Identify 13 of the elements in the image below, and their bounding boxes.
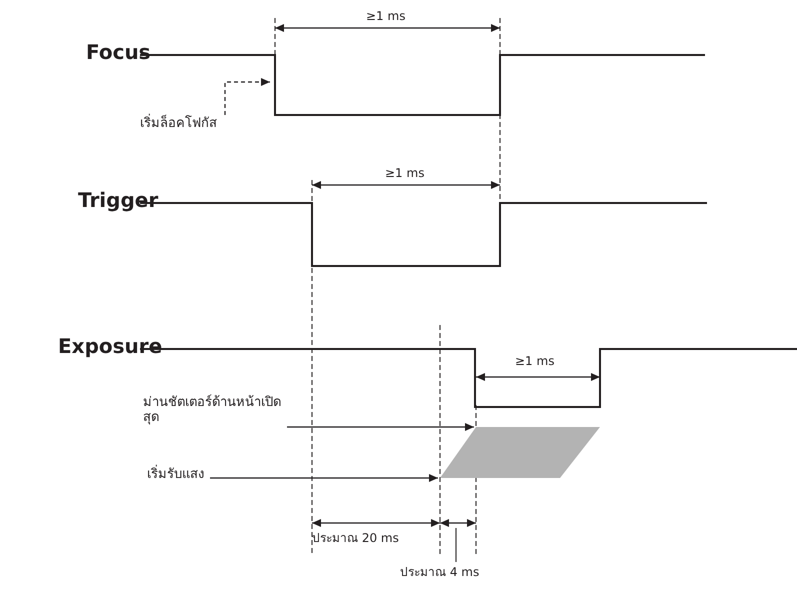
dimension-label: ≥1 ms xyxy=(515,355,554,369)
signal-name: Focus xyxy=(86,41,151,64)
leader-line xyxy=(210,474,438,482)
dimension-label: ประมาณ 4 ms xyxy=(400,566,480,580)
leader-line xyxy=(224,78,270,115)
dimension-label: ประมาณ 20 ms xyxy=(312,532,399,546)
exposure-shade xyxy=(440,427,600,478)
signal-name: Exposure xyxy=(58,335,162,358)
dimension-label: ≥1 ms xyxy=(385,167,424,181)
dimension-label: ≥1 ms xyxy=(366,10,406,24)
leader-line xyxy=(287,423,474,431)
signal-name: Trigger xyxy=(78,189,158,212)
annotation-text: ม่านชัตเตอร์ด้านหน้าเปิดสุด xyxy=(143,396,281,426)
